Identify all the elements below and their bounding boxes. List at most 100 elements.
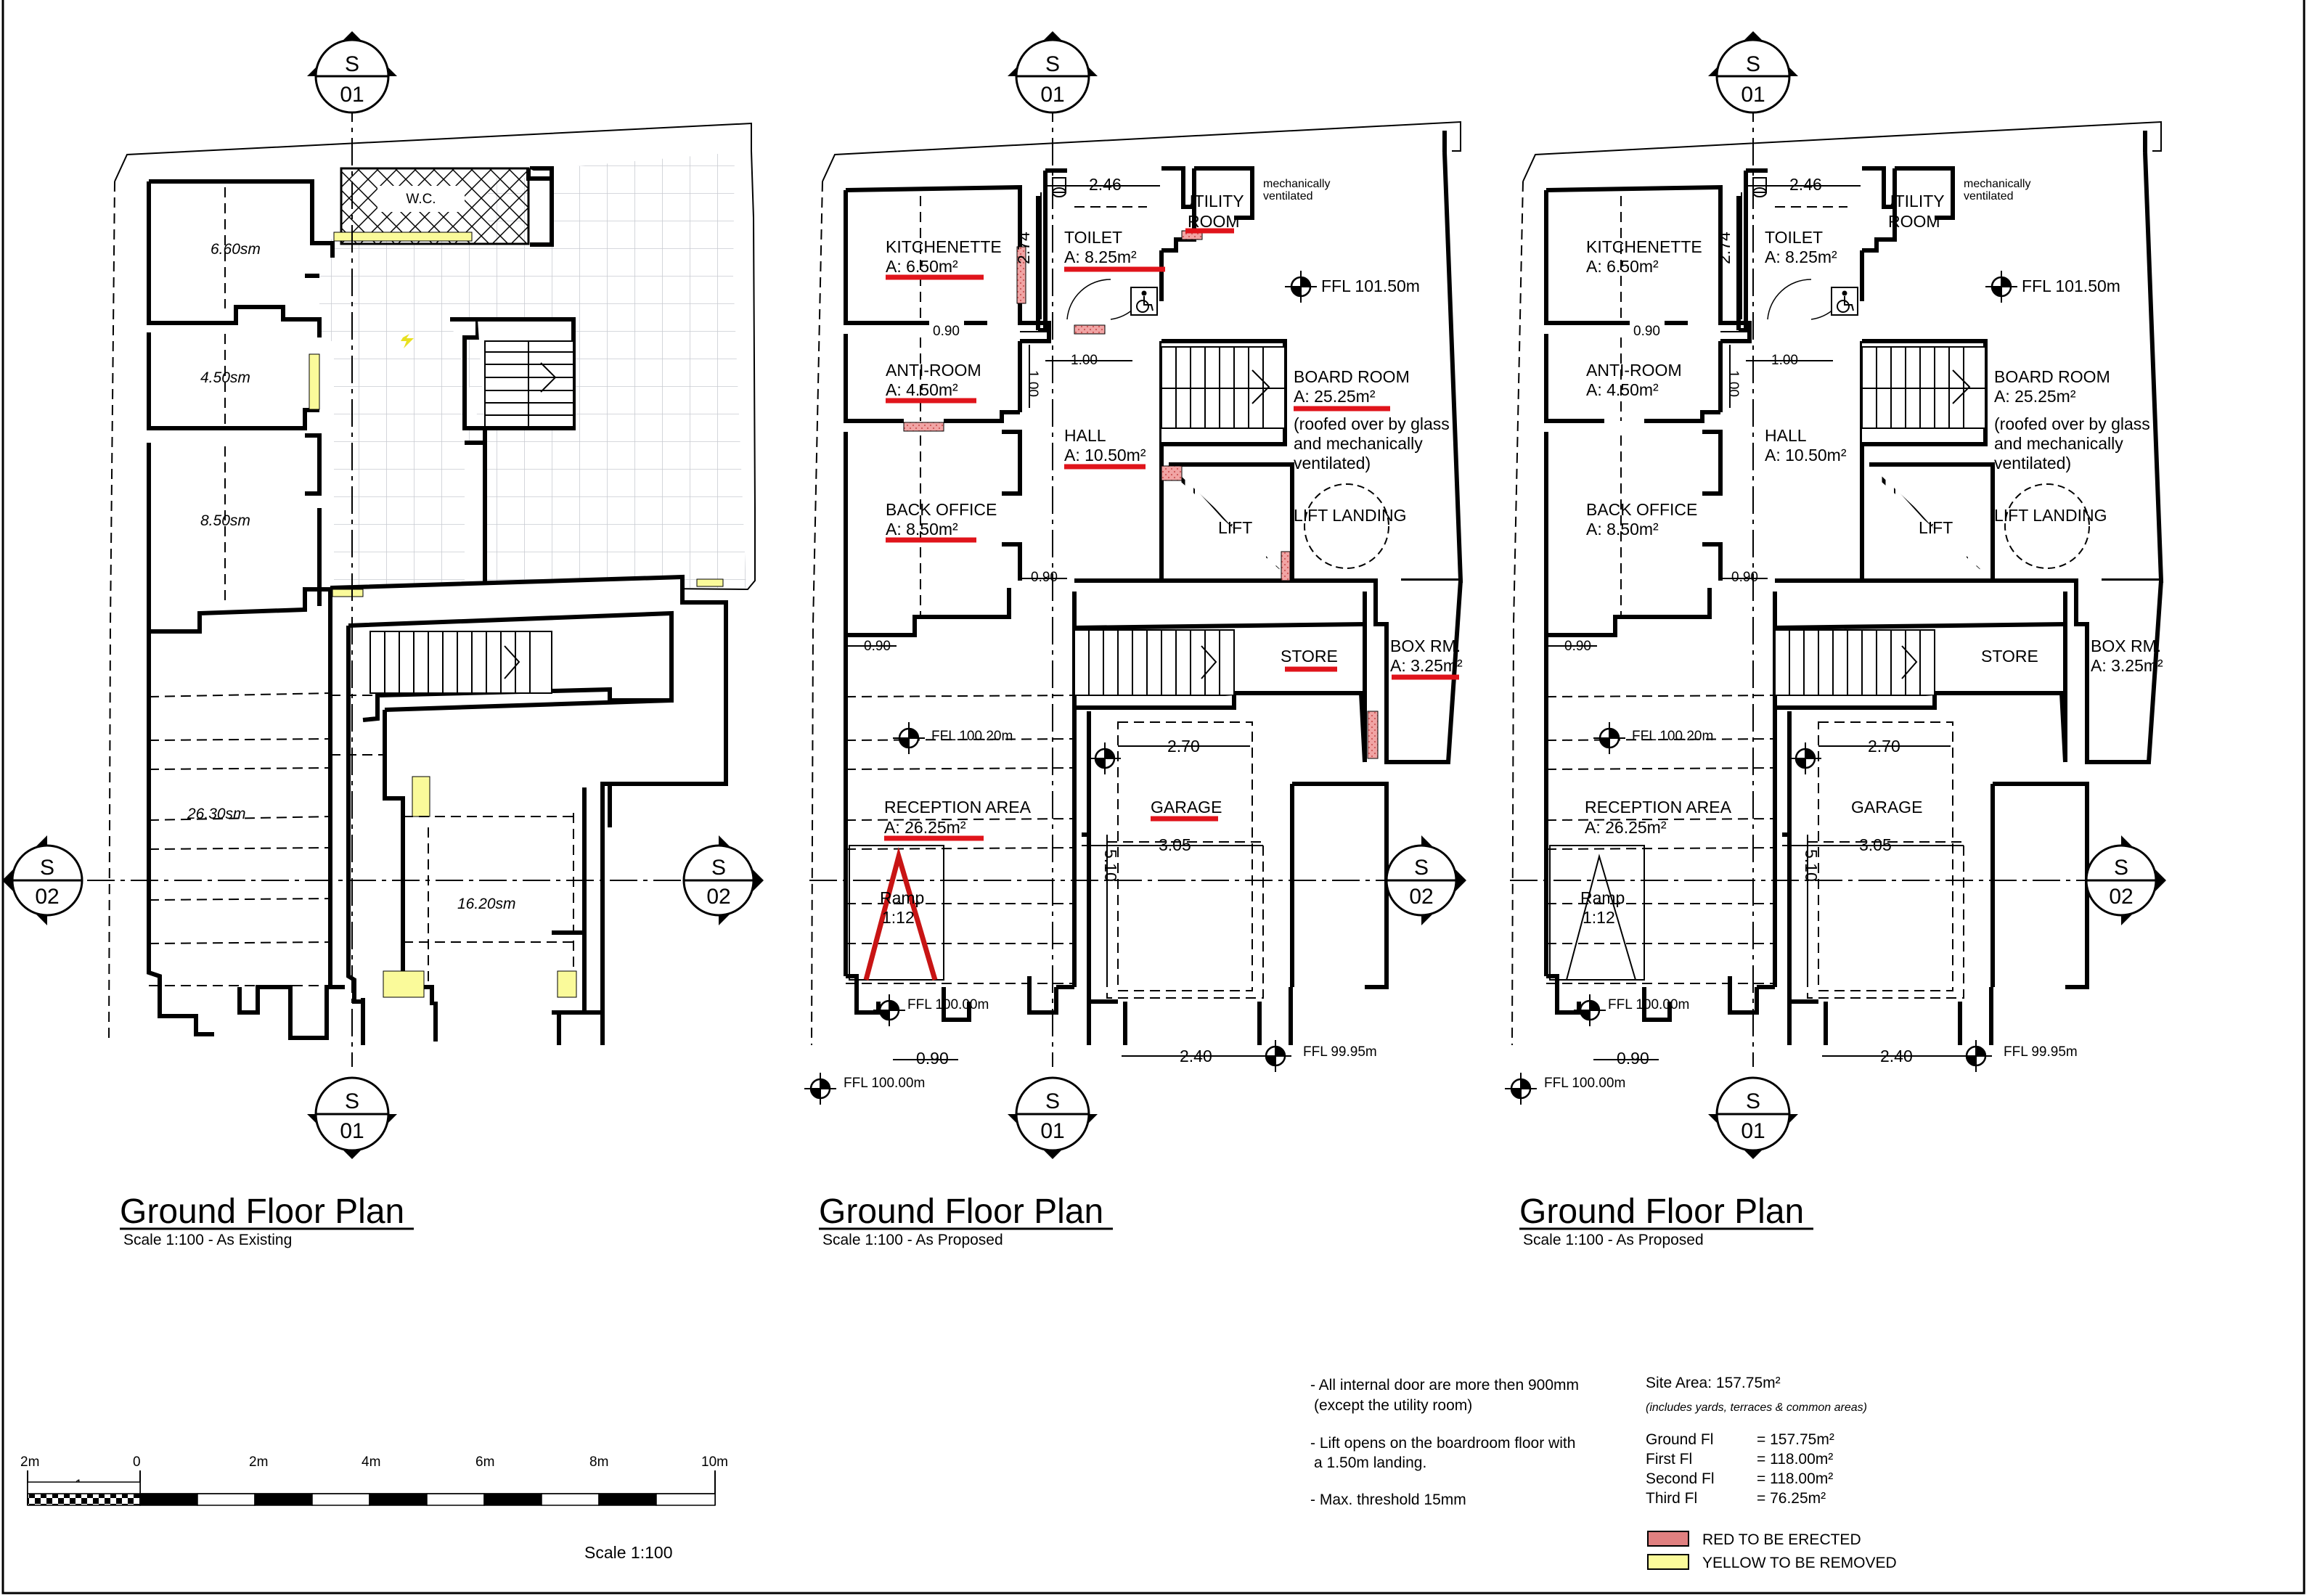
floor-label: Ground Fl (1646, 1431, 1713, 1448)
room-area: A: 3.25m² (1390, 656, 1463, 675)
area-label: 6.60sm (211, 241, 261, 258)
board-note: ventilated) (1994, 454, 2071, 472)
section-marker-s02: S 02 (2085, 834, 2168, 927)
section-marker-s01: S 01 (1006, 1076, 1099, 1161)
level-label: FFL 101.50m (1321, 277, 1420, 295)
room-name: BOARD ROOM (1294, 367, 1410, 386)
ramp-label: 1:12 (1583, 908, 1615, 927)
section-marker-s01: S 01 (1707, 1076, 1800, 1161)
svg-text:S: S (1045, 1089, 1060, 1113)
dimension: 2.46 (1089, 175, 1122, 194)
board-note: (roofed over by glass (1994, 414, 2150, 433)
lift-landing-label: LIFT LANDING (1294, 506, 1407, 525)
plan-as-existing: W.C. (44, 94, 756, 1248)
svg-text:01: 01 (340, 83, 364, 107)
floor-value: = 118.00m² (1757, 1451, 1833, 1468)
dimension: 3.05 (1859, 835, 1892, 854)
section-marker-s01: S 01 (1006, 30, 1099, 114)
svg-text:01: 01 (1741, 1119, 1765, 1143)
dimension: 2.74 (1715, 232, 1734, 264)
room-name: HALL (1064, 426, 1106, 445)
ventilation-note: ventilated (1964, 190, 2014, 202)
legend-label: RED TO BE ERECTED (1702, 1531, 1861, 1548)
board-note: and mechanically (1994, 434, 2123, 453)
svg-text:S: S (1414, 856, 1429, 880)
scale-tick-label: 4m (362, 1454, 380, 1470)
board-note: ventilated) (1294, 454, 1371, 472)
svg-text:S: S (1746, 1089, 1760, 1113)
svg-text:01: 01 (340, 1119, 364, 1143)
room-area: A: 8.25m² (1064, 247, 1137, 266)
dimension: 2.40 (1880, 1047, 1913, 1065)
room-labels: KITCHENETTE A: 6.50m² ANTI-ROOM A: 4.50m… (844, 175, 1463, 1091)
svg-text:S: S (2114, 856, 2128, 880)
room-name: BOX RM. (1390, 637, 1461, 655)
room-area: A: 10.50m² (1765, 446, 1847, 465)
room-labels: KITCHENETTE A: 6.50m² ANTI-ROOM A: 4.50m… (1544, 175, 2163, 1091)
section-marker-s02: S 02 (682, 834, 765, 927)
svg-text:02: 02 (35, 885, 59, 909)
plan-scale-note: Scale 1:100 - As Existing (123, 1232, 292, 1248)
ventilation-note: mechanically (1964, 178, 2030, 190)
dimension: 2.40 (1180, 1047, 1212, 1065)
scale-bar: 2m 1m 0 2m 4m 6m 8m 10m Scale 1:100 (20, 1454, 728, 1562)
room-area: A: 3.25m² (2091, 656, 2163, 675)
dimension: 0.90 (1617, 1049, 1649, 1068)
section-marker-s02: S 02 (1, 834, 83, 927)
room-area: A: 8.50m² (886, 520, 958, 539)
svg-text:02: 02 (706, 885, 730, 909)
dimension: 0.90 (1633, 324, 1660, 339)
ventilation-note: ventilated (1263, 190, 1313, 202)
scale-tick-label: 2m (249, 1454, 268, 1470)
room-name: ANTI-ROOM (1586, 361, 1682, 380)
board-note: (roofed over by glass (1294, 414, 1450, 433)
section-marker-s02: S 02 (1385, 834, 1468, 927)
svg-text:02: 02 (2109, 885, 2133, 909)
level-label: FFL 100.20m (931, 729, 1013, 744)
dimension: 2.74 (1014, 232, 1033, 264)
wc-label: W.C. (406, 192, 436, 207)
level-label: FFL 100.00m (1544, 1076, 1625, 1091)
dimension: 0.90 (933, 324, 960, 339)
plan-title: Ground Floor Plan (120, 1192, 404, 1231)
svg-text:S: S (40, 856, 54, 880)
scale-tick-label: 0 (133, 1454, 141, 1470)
floor-value: = 157.75m² (1757, 1431, 1834, 1448)
svg-text:01: 01 (1741, 83, 1765, 107)
area-label: 26.30sm (187, 806, 246, 822)
dimension: 0.90 (916, 1049, 949, 1068)
dimension: 3.05 (1159, 835, 1191, 854)
lift-label: LIFT (1218, 518, 1252, 537)
floor-label: Second Fl (1646, 1470, 1715, 1487)
dimension: 1.00 (1771, 353, 1798, 368)
floor-value: = 76.25m² (1757, 1490, 1826, 1507)
scale-tick-label: 2m (20, 1454, 39, 1470)
area-label: 8.50sm (200, 512, 250, 529)
room-name: BACK OFFICE (1586, 500, 1697, 519)
site-area-title: Site Area: 157.75m² (1646, 1375, 1781, 1391)
room-area: A: 25.25m² (1294, 387, 1376, 406)
area-label: 16.20sm (457, 896, 516, 912)
board-note: and mechanically (1294, 434, 1423, 453)
dimension: 0.90 (1031, 570, 1058, 585)
legend-label: YELLOW TO BE REMOVED (1702, 1555, 1897, 1571)
scale-caption: Scale 1:100 (584, 1543, 672, 1562)
level-label: FFL 100.00m (907, 997, 989, 1012)
room-area: A: 6.50m² (1586, 257, 1659, 276)
general-notes: - All internal door are more then 900mm … (1310, 1377, 1579, 1508)
svg-text:S: S (711, 856, 726, 880)
room-name: RECEPTION AREA (884, 798, 1032, 817)
room-name: UTILITY (1182, 192, 1244, 210)
floor-value: = 118.00m² (1757, 1470, 1833, 1487)
legend-swatch-yellow (1647, 1554, 1689, 1570)
dimension: 0.90 (1731, 570, 1758, 585)
note-line: - Max. threshold 15mm (1310, 1491, 1466, 1508)
room-name: BOARD ROOM (1994, 367, 2110, 386)
note-line: - All internal door are more then 900mm (1310, 1377, 1579, 1394)
section-marker-s01: S 01 (306, 30, 399, 114)
svg-text:S: S (1045, 52, 1060, 76)
floor-label: Third Fl (1646, 1490, 1697, 1507)
site-area-table: Site Area: 157.75m² (includes yards, ter… (1646, 1375, 1867, 1507)
room-name: BOX RM. (2091, 637, 2161, 655)
ramp-label: 1:12 (882, 908, 915, 927)
